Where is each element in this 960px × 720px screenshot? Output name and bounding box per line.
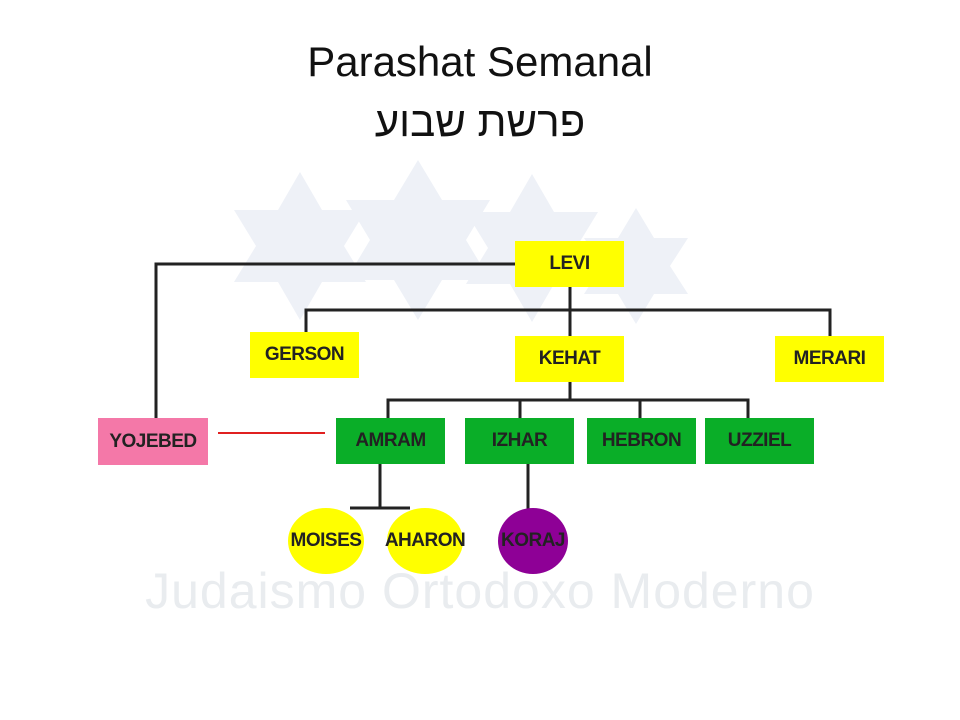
node-moises: MOISES — [288, 508, 364, 574]
node-izhar: IZHAR — [465, 418, 574, 464]
page-subtitle-hebrew: פרשת שבוע — [374, 98, 586, 145]
node-uzziel: UZZIEL — [705, 418, 814, 464]
page-title: Parashat Semanal — [307, 38, 653, 85]
node-amram: AMRAM — [336, 418, 445, 464]
connector-sons-bar — [304, 308, 832, 336]
node-merari: MERARI — [775, 336, 884, 382]
node-levi: LEVI — [515, 241, 624, 287]
watermark-star — [346, 160, 490, 320]
node-gerson: GERSON — [250, 332, 359, 378]
node-kehat: KEHAT — [515, 336, 624, 382]
node-koraj: KORAJ — [498, 508, 568, 574]
node-yojebed: YOJEBED — [98, 418, 208, 465]
connector-levi-yojebed — [154, 262, 517, 418]
watermark-text: Judaismo Ortodoxo Moderno — [145, 563, 815, 619]
watermark-star — [584, 208, 688, 324]
node-hebron: HEBRON — [587, 418, 696, 464]
connector-kehat-bar — [386, 398, 750, 418]
watermark-star — [234, 172, 366, 320]
node-aharon: AHARON — [385, 508, 466, 574]
